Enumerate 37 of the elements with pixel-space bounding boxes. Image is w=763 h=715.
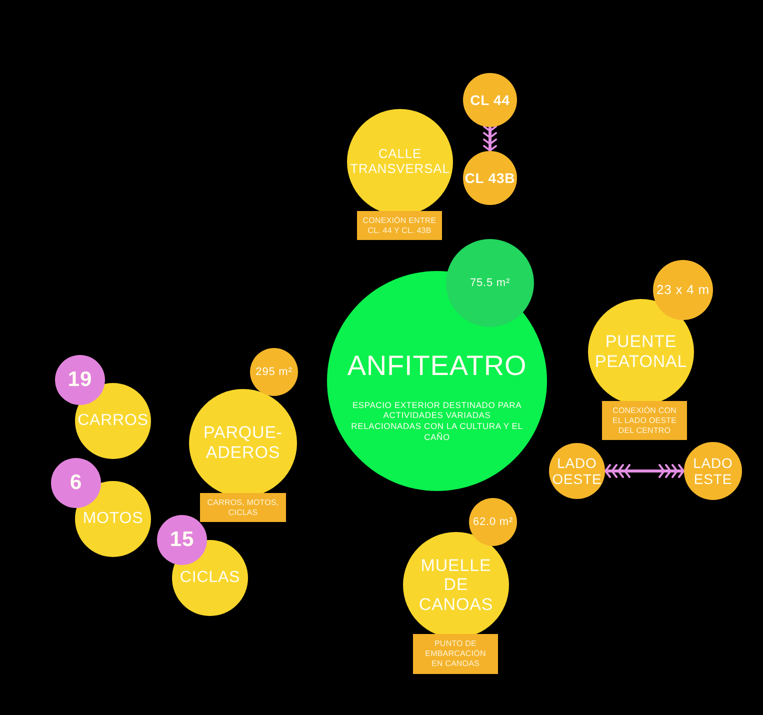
bubble-title: MUELLE DE CANOAS: [418, 556, 494, 614]
area-label: 295 m²: [256, 366, 292, 378]
note-tag: [200, 493, 286, 522]
bubble-title: PUENTE PEATONAL: [594, 332, 688, 372]
street-bubble: [463, 151, 517, 205]
area-bubble: [469, 498, 517, 546]
count-label: 15: [170, 528, 194, 552]
bubble-title: CARROS: [78, 412, 148, 430]
count-label: 6: [70, 470, 82, 496]
area-label: 62.0 m²: [472, 516, 514, 528]
count-bubble: [157, 515, 207, 565]
count-bubble: [55, 355, 105, 405]
street-bubble: [463, 73, 517, 127]
count-bubble: [51, 458, 101, 508]
bubble-title: CALLE TRANSVERSAL: [349, 147, 451, 177]
street-label: LADO OESTE: [551, 454, 603, 488]
street-label: CL 44: [470, 92, 510, 108]
note-tag: [413, 634, 498, 674]
connector-arrow: [483, 126, 497, 152]
area-bubble: [250, 348, 298, 396]
connector-arrow: [604, 464, 684, 478]
street-label: LADO ESTE: [692, 454, 734, 488]
bubble-title: MOTOS: [82, 510, 144, 528]
note-tag: [357, 211, 442, 240]
count-label: 19: [68, 368, 92, 392]
bubble-title: ANFITEATRO: [347, 350, 527, 382]
dimension-label: 23 x 4 m: [656, 282, 710, 298]
note-text: CARROS, MOTOS, CICLAS: [206, 498, 280, 518]
bubble-title: CICLAS: [180, 568, 240, 588]
area-label: 75.5 m²: [470, 276, 510, 290]
note-text: PUNTO DE EMBARCACIÓN EN CANOAS: [424, 639, 487, 669]
bubble-title: PARQUE- ADEROS: [202, 423, 284, 463]
note-tag: [602, 401, 687, 440]
bubble-description: ESPACIO EXTERIOR DESTINADO PARA ACTIVIDADES VARIADAS RELACIONADAS CON LA CULTURA Y EL CAÑO: [351, 400, 523, 442]
street-label: CL 43B: [464, 170, 516, 186]
note-text: CONEXIÓN ENTRE CL. 44 Y CL. 43B: [362, 216, 438, 236]
note-text: CONEXIÓN CON EL LADO OESTE DEL CENTRO: [611, 406, 678, 436]
